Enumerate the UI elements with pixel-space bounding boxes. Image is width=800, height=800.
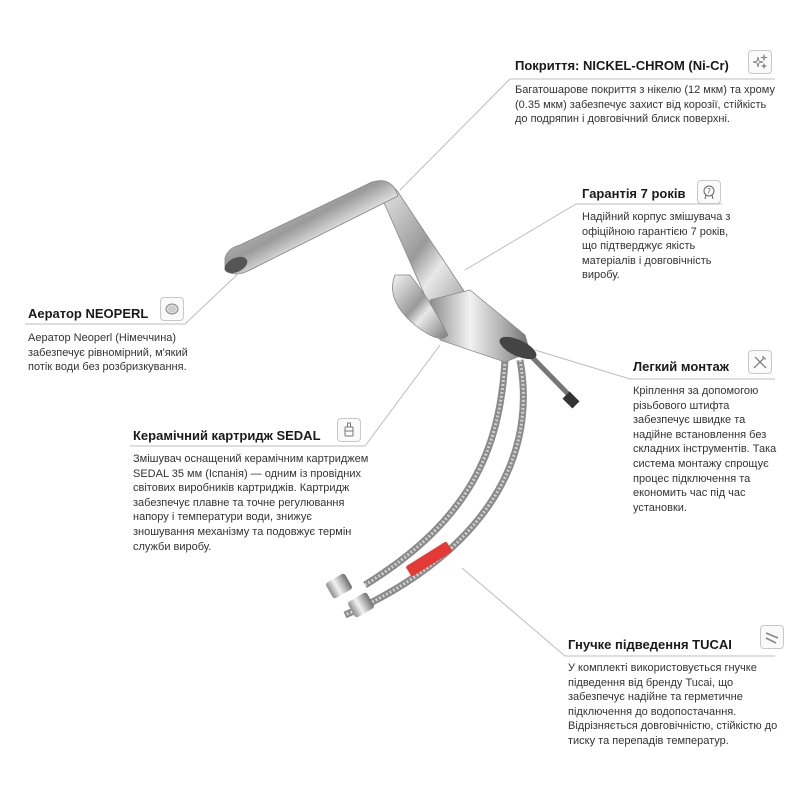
mounting-description: Кріплення за допомогою різьбового штифта… (633, 385, 777, 514)
callout-aerator: Аератор NEOPERL Аератор Neoperl (Німеччи… (28, 306, 188, 375)
hose-label-tag (406, 541, 452, 577)
coating-title: Покриття: NICKEL-CHROM (Ni-Cr) (515, 58, 729, 73)
flexible-hoses (326, 359, 527, 619)
aerator-title: Аератор NEOPERL (28, 306, 149, 321)
cartridge-title: Керамічний картридж SEDAL (133, 428, 321, 443)
warranty-description: Надійний корпус змішувача з офіційною га… (582, 211, 731, 282)
hose-icon (760, 625, 784, 649)
svg-text:7: 7 (707, 189, 711, 196)
cartridge-description: Змішувач оснащений керамічним картриджем… (133, 453, 369, 553)
callout-warranty: Гарантія 7 років Надійний корпус змішува… (582, 186, 732, 283)
lever-handle (392, 274, 449, 339)
aerator-description: Аератор Neoperl (Німеччина) забезпечує р… (28, 332, 188, 374)
tools-icon (748, 350, 772, 374)
callout-cartridge: Керамічний картридж SEDAL Змішувач оснащ… (133, 428, 373, 554)
mounting-stud (528, 353, 574, 400)
callout-hose: Гнучке підведення TUCAI У комплекті вико… (568, 637, 783, 749)
coating-description: Багатошарове покриття з нікелю (12 мкм) … (515, 84, 775, 126)
hose-title: Гнучке підведення TUCAI (568, 637, 732, 652)
warranty-badge-icon: 7 (697, 180, 721, 204)
sparkles-icon (748, 50, 772, 74)
hose-description: У комплекті використовується гнучке підв… (568, 662, 778, 747)
aerator-icon (160, 297, 184, 321)
callout-mounting: Легкий монтаж Кріплення за допомогою різ… (633, 359, 778, 515)
leader-lines (25, 78, 775, 657)
hose-nut (326, 573, 352, 599)
aerator (224, 256, 248, 274)
hose-nut (348, 592, 374, 618)
mounting-title: Легкий монтаж (633, 359, 729, 374)
cartridge-icon (337, 418, 361, 442)
warranty-title: Гарантія 7 років (582, 186, 686, 201)
callout-coating: Покриття: NICKEL-CHROM (Ni-Cr) Багатошар… (515, 58, 780, 127)
